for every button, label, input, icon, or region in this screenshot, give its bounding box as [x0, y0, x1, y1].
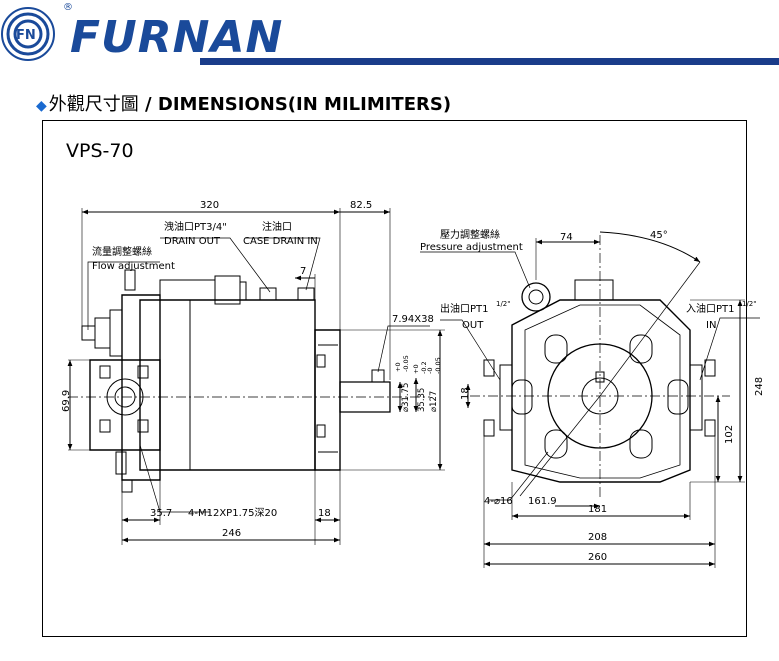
pilot-tol-a: -0 [426, 368, 434, 374]
drain-out-label-en: DRAIN OUT [164, 236, 221, 247]
dim-shaft-extension: 82.5 [350, 200, 372, 211]
furnan-logo-icon: FN [1, 7, 55, 61]
shaft-tol-2a: +0 [412, 364, 420, 374]
pilot-dia: ⌀127 [429, 391, 439, 412]
dim-102: 102 [724, 425, 735, 444]
brand-rule [200, 58, 779, 65]
dim-overall-length: 320 [200, 200, 219, 211]
diamond-icon: ◆ [36, 98, 47, 114]
brand-header: FN ® FURNAN [0, 0, 779, 70]
side-view [67, 208, 445, 545]
section-title-separator: / [138, 94, 158, 115]
drawing-frame [42, 120, 747, 637]
front-view [420, 231, 760, 568]
pilot-tol-b: -0.05 [434, 357, 442, 374]
case-drain-label-en: CASE DRAIN IN [243, 236, 318, 247]
flow-adjust-label-zh: 流量調整螺絲 [92, 245, 152, 258]
flow-adjust-label-en: Flow adjustment [92, 261, 175, 272]
shaft-tol-1a: +0 [394, 362, 402, 372]
dim-18: 18 [460, 387, 471, 400]
out-port-label-zh: 出油口PT1 [440, 302, 489, 315]
out-port-fraction: 1/2" [496, 300, 511, 308]
registered-mark: ® [63, 2, 73, 13]
in-port-label-zh: 入油口PT1 [686, 302, 735, 315]
shaft-dia-2: 35.35 [417, 388, 427, 412]
dim-181: 181 [588, 504, 607, 515]
dim-flange-offset: 35.7 [150, 508, 172, 519]
section-title-zh: 外觀尺寸圖 [48, 94, 139, 115]
dim-height: 69.9 [61, 390, 72, 412]
dim-248: 248 [754, 377, 765, 396]
pressure-adjust-label-en: Pressure adjustment [420, 242, 523, 253]
logo-letters: FN [16, 28, 36, 43]
shaft-tol-2b: -0.2 [420, 361, 428, 374]
dim-flange-thickness: 18 [318, 508, 331, 519]
in-port-fraction: 1/2" [742, 300, 757, 308]
section-title-en: DIMENSIONS(IN MILIMITERS) [157, 94, 452, 115]
drain-out-label-zh: 洩油口PT3/4" [164, 220, 227, 233]
shaft-tol-1b: -0.05 [402, 355, 410, 372]
pressure-adjust-label-zh: 壓力調整螺絲 [440, 228, 500, 241]
section-title: ◆外觀尺寸圖 / DIMENSIONS(IN MILIMITERS) [36, 90, 451, 116]
dim-74: 74 [560, 232, 573, 243]
holes-note: 4-⌀16 [484, 496, 513, 507]
dim-260: 260 [588, 552, 607, 563]
case-drain-label-zh: 注油口 [262, 220, 292, 233]
key-size-label: 7.94X38 [392, 314, 434, 325]
dim-161-9: 161.9 [528, 496, 557, 507]
dim-208: 208 [588, 532, 607, 543]
shaft-dia-1: ⌀31.75 [401, 383, 411, 412]
bolt-note: 4-M12XP1.75深20 [188, 507, 277, 519]
brand-name: FURNAN [70, 12, 284, 63]
in-port-label-en: IN [706, 320, 716, 331]
dim-angle: 45° [650, 230, 668, 241]
dim-body-length: 246 [222, 528, 241, 539]
out-port-label-en: OUT [462, 320, 484, 331]
dim-port-offset: 7 [300, 266, 306, 277]
model-label: VPS-70 [66, 140, 134, 162]
